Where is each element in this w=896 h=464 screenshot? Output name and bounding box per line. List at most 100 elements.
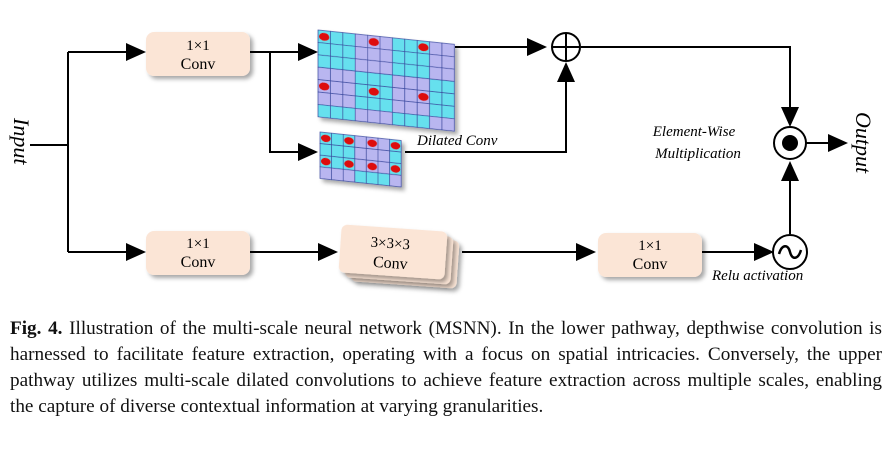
grid-cell bbox=[429, 78, 443, 94]
grid-cell bbox=[392, 99, 406, 114]
conv-dw-line1: 3×3×3 bbox=[370, 235, 410, 254]
input-label: Input bbox=[9, 117, 34, 165]
grid-cell bbox=[354, 107, 368, 123]
grid-cell bbox=[317, 104, 331, 119]
output-label: Output bbox=[851, 112, 876, 174]
addition-node bbox=[551, 32, 581, 62]
grid-cell bbox=[354, 58, 368, 73]
conv-1x1-bottom-right: 1×1 Conv bbox=[598, 233, 702, 277]
arrowhead-to-relu bbox=[754, 243, 774, 261]
grid-cell bbox=[377, 172, 390, 187]
grid-cell bbox=[367, 47, 381, 62]
arrowhead-to-output bbox=[828, 134, 848, 152]
arrowhead-to-depthwise bbox=[318, 243, 338, 261]
grid-cell bbox=[441, 67, 455, 82]
conv-dw-line2: Conv bbox=[372, 254, 408, 273]
dilation-sample-dot bbox=[320, 134, 331, 143]
dilation-sample-dot bbox=[367, 162, 378, 171]
grid-cell bbox=[354, 135, 367, 149]
grid-cell bbox=[416, 52, 430, 67]
arrowhead-to-conv-br bbox=[576, 243, 596, 261]
grid-cell bbox=[377, 160, 390, 175]
dilation-sample-dot bbox=[390, 141, 401, 150]
grid-cell bbox=[342, 44, 356, 60]
grid-cell bbox=[330, 80, 344, 95]
arrowhead-to-conv-bottom bbox=[126, 243, 146, 261]
dilation-sample-dot bbox=[418, 92, 429, 101]
grid-cell bbox=[330, 43, 344, 58]
grid-cell bbox=[404, 88, 418, 103]
grid-cell bbox=[317, 42, 331, 57]
dilated-conv-label: Dilated Conv bbox=[416, 133, 498, 149]
connector-lines bbox=[30, 46, 842, 253]
grid-cell bbox=[416, 64, 430, 80]
figure-caption: Fig. 4. Illustration of the multi-scale … bbox=[10, 316, 882, 420]
grid-cell bbox=[404, 63, 418, 79]
grid-cell bbox=[392, 74, 406, 90]
relu-activation-label: Relu activation bbox=[711, 268, 803, 284]
grid-cell bbox=[354, 70, 368, 86]
grid-cell bbox=[366, 171, 379, 185]
grid-cell bbox=[379, 73, 393, 88]
grid-cell bbox=[441, 117, 455, 132]
grid-cell bbox=[441, 104, 455, 120]
grid-cell bbox=[354, 146, 367, 161]
grid-cell bbox=[367, 96, 381, 112]
grid-cell bbox=[429, 53, 443, 69]
dilation-sample-dot bbox=[344, 137, 354, 145]
grid-cell bbox=[354, 95, 368, 110]
grid-cell bbox=[416, 114, 430, 129]
conv-br-line1: 1×1 bbox=[638, 238, 661, 254]
grid-cell bbox=[441, 55, 455, 70]
grid-cell bbox=[404, 100, 418, 116]
arrowhead-to-mult-top bbox=[781, 107, 799, 127]
dilation-sample-dot bbox=[418, 43, 429, 52]
grid-cell bbox=[379, 60, 393, 76]
grid-cell bbox=[367, 59, 381, 75]
conv-top-line2: Conv bbox=[181, 56, 216, 73]
grid-cell bbox=[354, 170, 367, 184]
grid-cell bbox=[392, 87, 406, 102]
grid-cell bbox=[404, 75, 418, 91]
grid-cell bbox=[389, 150, 402, 165]
grid-cell bbox=[392, 111, 406, 127]
grid-cell bbox=[404, 38, 418, 54]
grid-cell bbox=[441, 42, 455, 58]
grid-cell bbox=[416, 77, 430, 92]
grid-cell bbox=[441, 79, 455, 95]
grid-cell bbox=[342, 32, 356, 47]
grid-cell bbox=[342, 81, 356, 97]
grid-cell bbox=[429, 90, 443, 106]
elementwise-label-line2: Multiplication bbox=[654, 146, 741, 162]
grid-cell bbox=[404, 51, 418, 66]
conv-br-line2: Conv bbox=[633, 256, 668, 273]
grid-cell bbox=[367, 72, 381, 87]
grid-cell bbox=[331, 167, 344, 182]
dilation-sample-dot bbox=[318, 32, 330, 41]
grid-cell bbox=[354, 158, 367, 173]
msnn-diagram: Input bbox=[9, 29, 876, 289]
grid-cell bbox=[429, 115, 443, 131]
grid-cell bbox=[331, 144, 344, 159]
conv-1x1-top: 1×1 Conv bbox=[146, 32, 250, 76]
grid-cell bbox=[342, 69, 356, 84]
grid-cell bbox=[416, 102, 430, 117]
grid-cell bbox=[404, 113, 418, 128]
grid-cell bbox=[429, 103, 443, 118]
figure-label: Fig. 4. bbox=[10, 318, 63, 339]
dilation-sample-dot bbox=[344, 160, 354, 168]
grid-cell bbox=[429, 41, 443, 56]
grid-cell bbox=[354, 83, 368, 98]
grid-cell bbox=[354, 45, 368, 61]
arrowhead-to-conv-top bbox=[126, 43, 146, 61]
grid-cell bbox=[342, 106, 356, 122]
grid-cell bbox=[319, 166, 332, 181]
dilation-sample-dot bbox=[368, 87, 380, 96]
grid-cell bbox=[317, 91, 331, 107]
dilated-grid-small bbox=[319, 131, 402, 188]
dilation-sample-dot bbox=[318, 82, 330, 91]
grid-cell bbox=[317, 54, 331, 69]
elementwise-multiplication-node bbox=[773, 126, 807, 160]
conv-bl-line2: Conv bbox=[181, 254, 216, 271]
grid-cell bbox=[392, 37, 406, 52]
